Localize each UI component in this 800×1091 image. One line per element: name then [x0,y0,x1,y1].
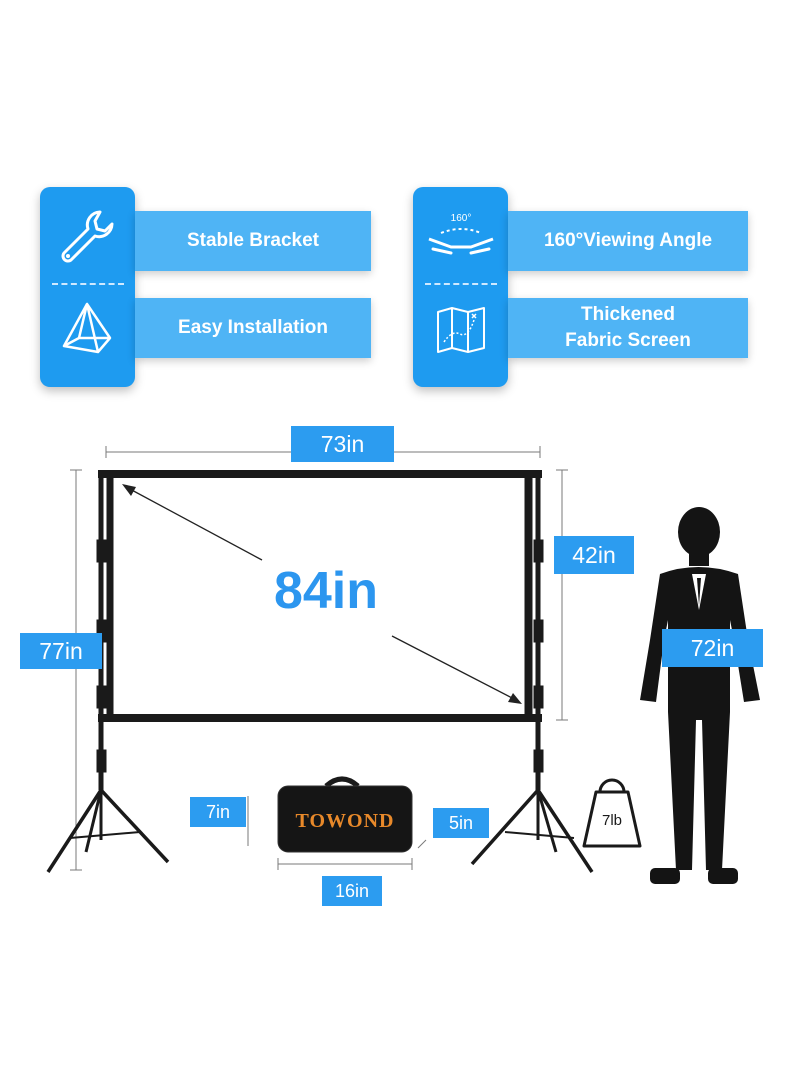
divider [425,283,497,285]
width-label: 73in [291,426,394,462]
viewing-angle-text: 160° [451,213,472,224]
diagonal-size-label: 84in [273,562,379,620]
feature-fabric-screen: Thickened Fabric Screen [508,298,748,358]
fabric-map-icon [425,297,497,363]
person-height-label: 72in [662,629,763,667]
feature-label-line1: Thickened [581,304,675,325]
feature-stable-bracket: Stable Bracket [135,211,371,271]
feature-label: 160°Viewing Angle [543,230,713,251]
left-stand [46,470,170,873]
carry-bag [247,776,427,870]
viewing-angle-icon: 160° [421,203,501,269]
feature-icon-column-right [413,187,508,387]
total-height-dimension-line [70,469,82,871]
brand-logo-text: TOWOND [295,810,395,832]
total-height-label: 77in [20,633,102,669]
bag-depth-label: 5in [433,808,489,838]
projector-screen [98,470,542,722]
feature-label-line2: Fabric Screen [565,330,691,351]
wrench-icon [52,203,122,271]
weight-label: 7lb [601,812,623,829]
weight-icon [582,778,642,848]
feature-label: Stable Bracket [186,230,319,251]
pyramid-icon [52,295,122,361]
diagonal-arrow [122,484,522,704]
feature-label: Easy Installation [178,317,328,338]
person-silhouette [640,507,760,884]
bag-height-label: 7in [190,797,246,827]
feature-viewing-angle: 160°Viewing Angle [508,211,748,271]
divider [52,283,124,285]
feature-easy-installation: Easy Installation [135,298,371,358]
screen-height-label: 42in [554,536,634,574]
screen-height-dimension-line [556,469,568,721]
right-stand [470,470,594,873]
bag-length-label: 16in [322,876,382,906]
